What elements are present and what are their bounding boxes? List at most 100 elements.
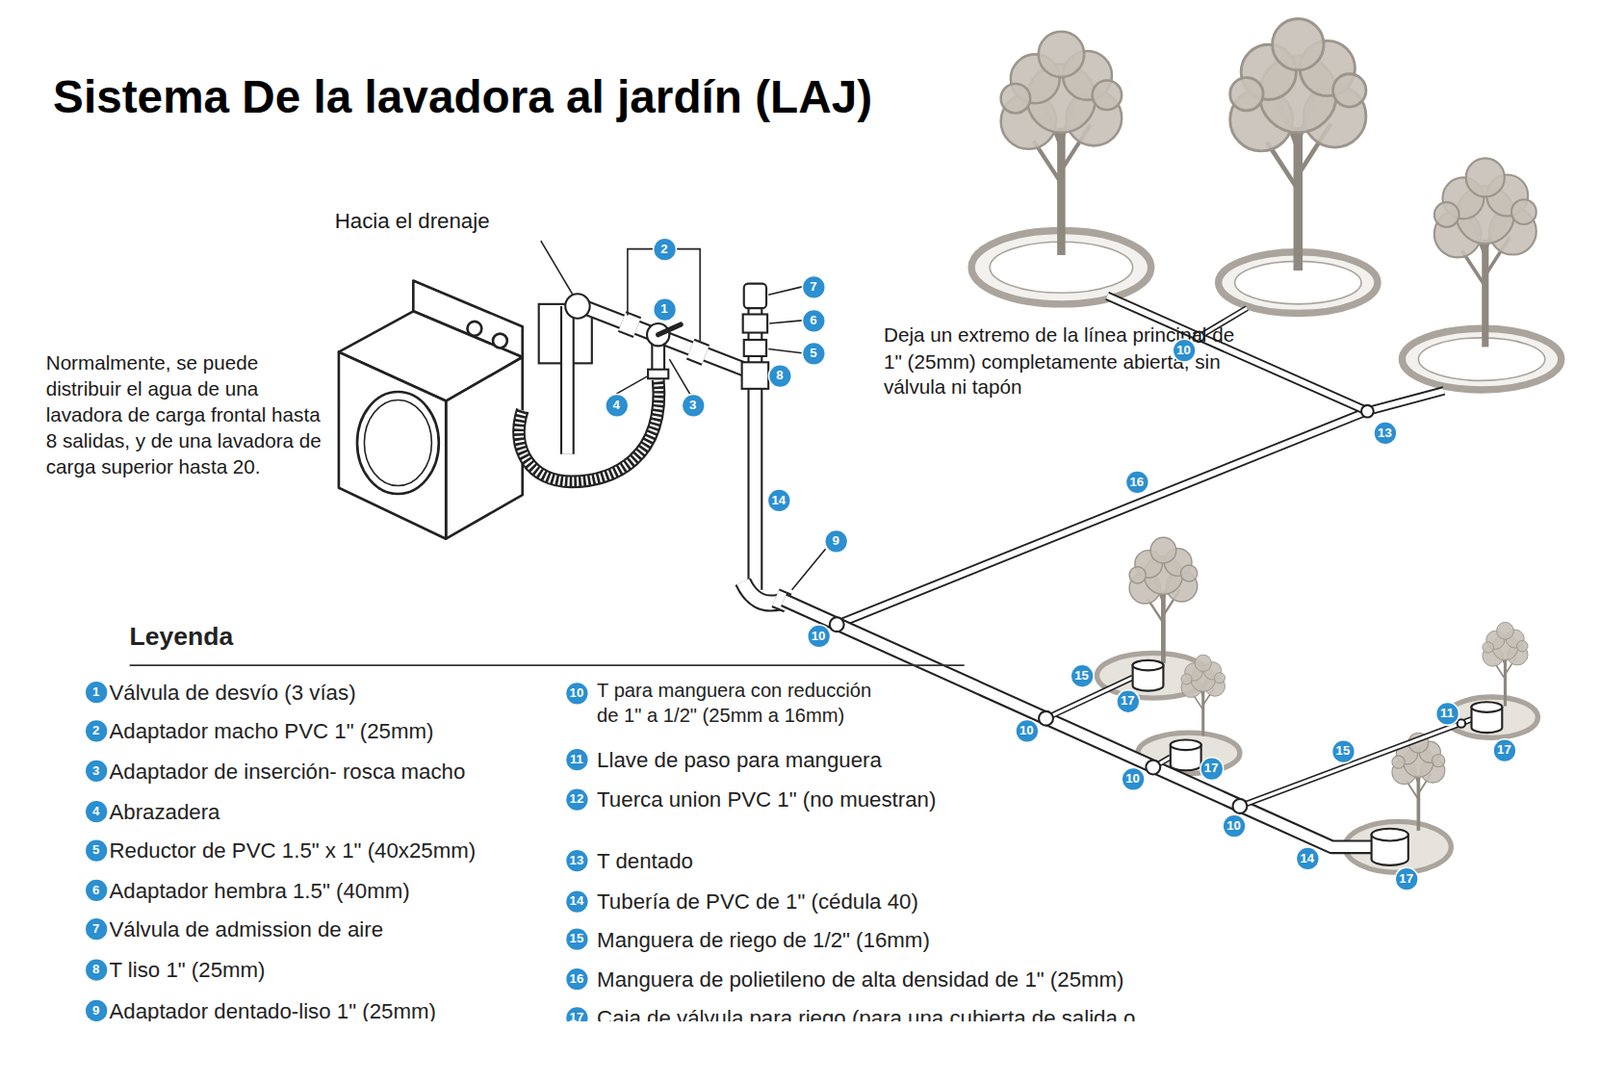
pvc-pipe	[690, 349, 706, 356]
valve-box	[1371, 828, 1409, 842]
irrigation-pipe	[1457, 719, 1466, 727]
legend-text: Adaptador dentado-liso 1" (25mm)	[108, 997, 437, 1022]
callout-number: 16	[1126, 470, 1148, 492]
irrigation-pipe	[1239, 719, 1472, 806]
legend-text: Válvula de desvío (3 vías)	[108, 678, 356, 705]
side-note: Deja un extremo de la línea principal de…	[883, 322, 1256, 401]
legend-number: 5	[85, 839, 107, 861]
legend-number: 4	[85, 800, 107, 823]
legend-text: Adaptador de inserción- rosca macho	[108, 757, 465, 783]
pvc-pipe	[616, 376, 647, 394]
pvc-riser	[769, 320, 802, 324]
valve-box	[1170, 739, 1202, 750]
washer-hose	[518, 379, 659, 482]
legend-number: 11	[566, 748, 588, 771]
pvc-riser	[743, 313, 768, 333]
diagram-title: Sistema De la lavadora al jardín (LAJ)	[52, 69, 952, 124]
drain-standpipe	[562, 306, 573, 455]
callout-number: 15	[1070, 665, 1092, 687]
legend-text: Adaptador macho PVC 1" (25mm)	[108, 718, 434, 745]
pvc-riser	[744, 283, 767, 309]
tree-figure	[1482, 621, 1528, 706]
tree-figure	[1434, 157, 1537, 347]
legend-text: Tubería de PVC de 1" (cédula 40)	[596, 888, 919, 914]
legend-text: T dentado	[596, 847, 694, 874]
washing-machine	[445, 357, 523, 540]
irrigation-pipe	[1038, 711, 1054, 726]
legend-text: Tuerca union PVC 1" (no muestran)	[596, 786, 936, 813]
callout-number: 13	[1373, 421, 1395, 443]
pvc-riser	[743, 581, 780, 603]
callout-number: 17	[1116, 690, 1138, 712]
pvc-riser	[742, 283, 826, 604]
valve-box	[1471, 701, 1503, 713]
callout-number: 14	[768, 489, 790, 511]
callout-number: 10	[1222, 814, 1244, 836]
legend-number: 15	[566, 928, 588, 950]
callout-number: 7	[802, 276, 825, 298]
drain-standpipe	[539, 240, 593, 455]
tree-figure	[1001, 31, 1123, 256]
callout-number: 17	[1395, 868, 1418, 890]
pipe-label: Hacia el drenaje	[335, 207, 570, 234]
irrigation-pipe	[829, 617, 845, 632]
legend-number: 10	[566, 682, 588, 704]
washing-machine	[338, 352, 446, 540]
pvc-riser	[742, 361, 770, 389]
legend-number: 1	[85, 681, 107, 703]
drain-standpipe	[541, 240, 574, 296]
legend-number: 13	[566, 849, 588, 871]
legend-number: 16	[566, 967, 588, 989]
legend-number: 14	[566, 890, 588, 912]
irrigation-pipe	[829, 331, 1466, 813]
legend-number: 17	[566, 1006, 588, 1022]
legend-number: 7	[85, 917, 107, 939]
legend-text: Reductor de PVC 1.5" x 1" (40x25mm)	[108, 837, 476, 864]
callout-number: 6	[802, 309, 825, 332]
legend-number: 2	[85, 720, 107, 742]
callout-number: 10	[1172, 338, 1194, 361]
legend-text: Caja de válvula para riego (para una cub…	[596, 1005, 1138, 1022]
callout-number: 10	[1121, 768, 1143, 790]
legend-text: Abrazadera	[108, 798, 220, 825]
callout-number: 4	[605, 394, 627, 416]
callout-number: 2	[653, 238, 675, 260]
tree-figure	[1181, 654, 1225, 736]
pvc-riser	[768, 349, 802, 354]
callout-number: 14	[1296, 847, 1318, 869]
illustration	[0, 0, 1600, 1022]
washing-machine	[363, 400, 432, 487]
legend-number: 3	[85, 759, 107, 781]
washing-machine	[338, 280, 523, 539]
callout-number: 5	[802, 342, 825, 364]
pvc-pipe	[565, 249, 755, 395]
valve-box	[1133, 660, 1503, 866]
legend-number: 9	[85, 999, 107, 1021]
legend-heading: Leyenda	[129, 619, 234, 651]
callout-number: 17	[1200, 757, 1222, 779]
legend-text: Llave de paso para manguera	[596, 746, 882, 773]
legend-text: T para manguera con reducción de 1" a 1/…	[596, 677, 888, 729]
valve-box	[1133, 660, 1164, 671]
irrigation-pipe	[1145, 760, 1161, 775]
pvc-pipe	[621, 321, 638, 328]
callout-number: 17	[1493, 739, 1515, 761]
mulch-ring	[1445, 696, 1538, 738]
irrigation-pipe	[836, 411, 1368, 625]
legend-text: Manguera de riego de 1/2" (16mm)	[596, 926, 930, 953]
callout-number: 15	[1332, 740, 1354, 762]
mulch-ring	[1401, 328, 1561, 390]
pvc-riser	[743, 581, 780, 603]
legend-number: 6	[85, 878, 107, 901]
mulch-ring	[1418, 337, 1545, 382]
pvc-riser	[792, 548, 826, 590]
pvc-pipe	[621, 321, 638, 328]
washer-hose	[518, 379, 659, 482]
irrigation-pipe	[1232, 799, 1247, 814]
callout-number: 3	[682, 394, 704, 416]
washer-hose	[518, 379, 659, 482]
pvc-riser	[768, 286, 802, 295]
legend-number: 12	[566, 788, 588, 810]
pvc-riser	[744, 339, 767, 357]
washing-machine	[357, 391, 439, 494]
